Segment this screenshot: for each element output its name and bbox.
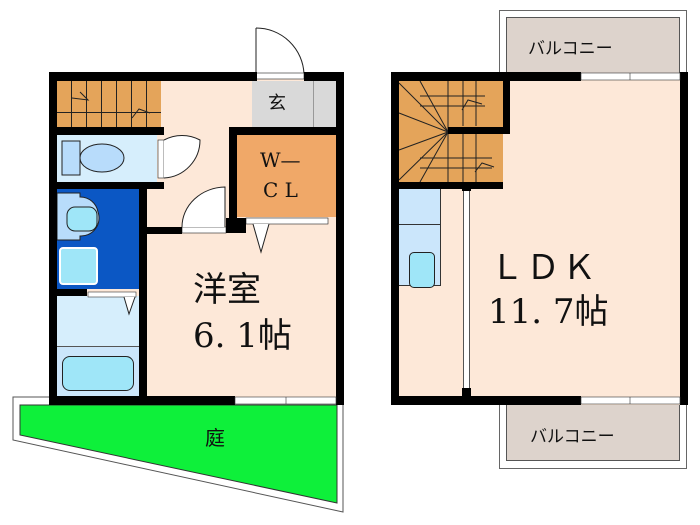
balcony-bottom-label: バルコニー [530, 427, 615, 447]
entrance-label: 玄 [268, 93, 286, 114]
garden-label: 庭 [205, 426, 225, 450]
wcl-label-line1: W— [260, 148, 301, 172]
walk-in-closet [237, 135, 336, 217]
entrance-area [252, 81, 336, 127]
stairs-1f [57, 81, 161, 128]
sink-icon [409, 252, 435, 288]
ldk-size: 11. 7帖 [488, 292, 609, 332]
ldk-label: ＬＤＫ [490, 248, 598, 288]
bedroom-size: 6. 1帖 [193, 316, 292, 356]
bedroom-label: 洋室 [193, 270, 261, 310]
bathtub-icon [62, 356, 134, 391]
wcl-label-line2: C L [263, 178, 298, 202]
balcony-top-label: バルコニー [528, 39, 613, 59]
